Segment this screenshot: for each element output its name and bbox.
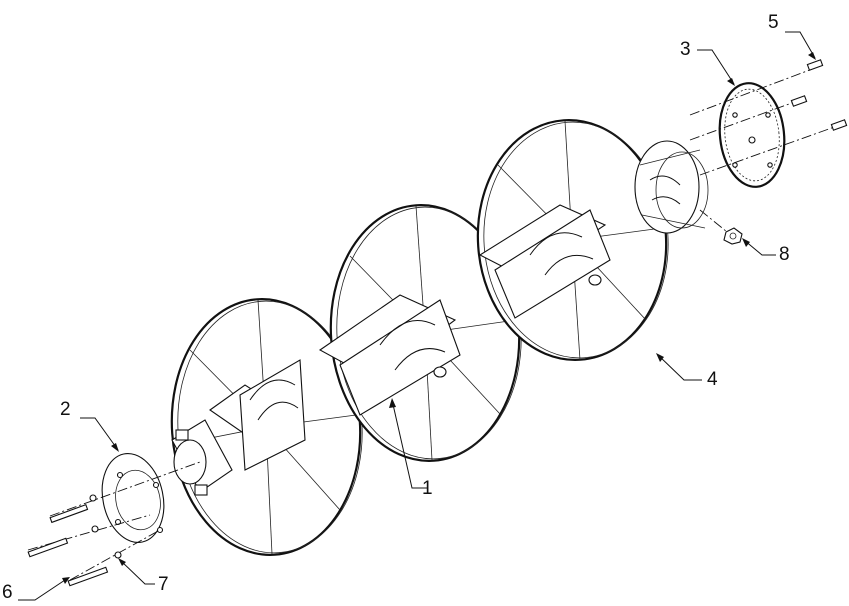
callout-number: 8 xyxy=(779,244,790,265)
callout-number: 3 xyxy=(680,39,691,60)
callout-number: 7 xyxy=(158,574,169,595)
right-hub xyxy=(634,140,709,234)
frame-cage-right xyxy=(478,204,611,319)
bolts-left xyxy=(27,461,201,587)
callout-1: 1 xyxy=(389,398,433,499)
callout-number: 1 xyxy=(422,478,433,499)
sprocket xyxy=(718,82,786,188)
callout-8: 8 xyxy=(742,238,790,265)
callout-3: 3 xyxy=(680,39,735,86)
callout-5: 5 xyxy=(768,12,816,60)
callout-7: 7 xyxy=(118,558,169,595)
bolts-right xyxy=(689,59,848,176)
left-hub xyxy=(171,419,233,496)
callout-4: 4 xyxy=(656,353,718,390)
callout-number: 5 xyxy=(768,12,779,33)
frame-cage-left xyxy=(209,359,306,471)
callout-number: 2 xyxy=(60,399,71,420)
nut xyxy=(699,209,743,245)
callout-6: 6 xyxy=(2,577,70,603)
callout-number: 6 xyxy=(2,582,13,603)
callout-2: 2 xyxy=(60,399,119,452)
callout-number: 4 xyxy=(707,369,718,390)
bearing-flange-left xyxy=(101,452,165,544)
frame-cage-middle xyxy=(318,294,461,416)
